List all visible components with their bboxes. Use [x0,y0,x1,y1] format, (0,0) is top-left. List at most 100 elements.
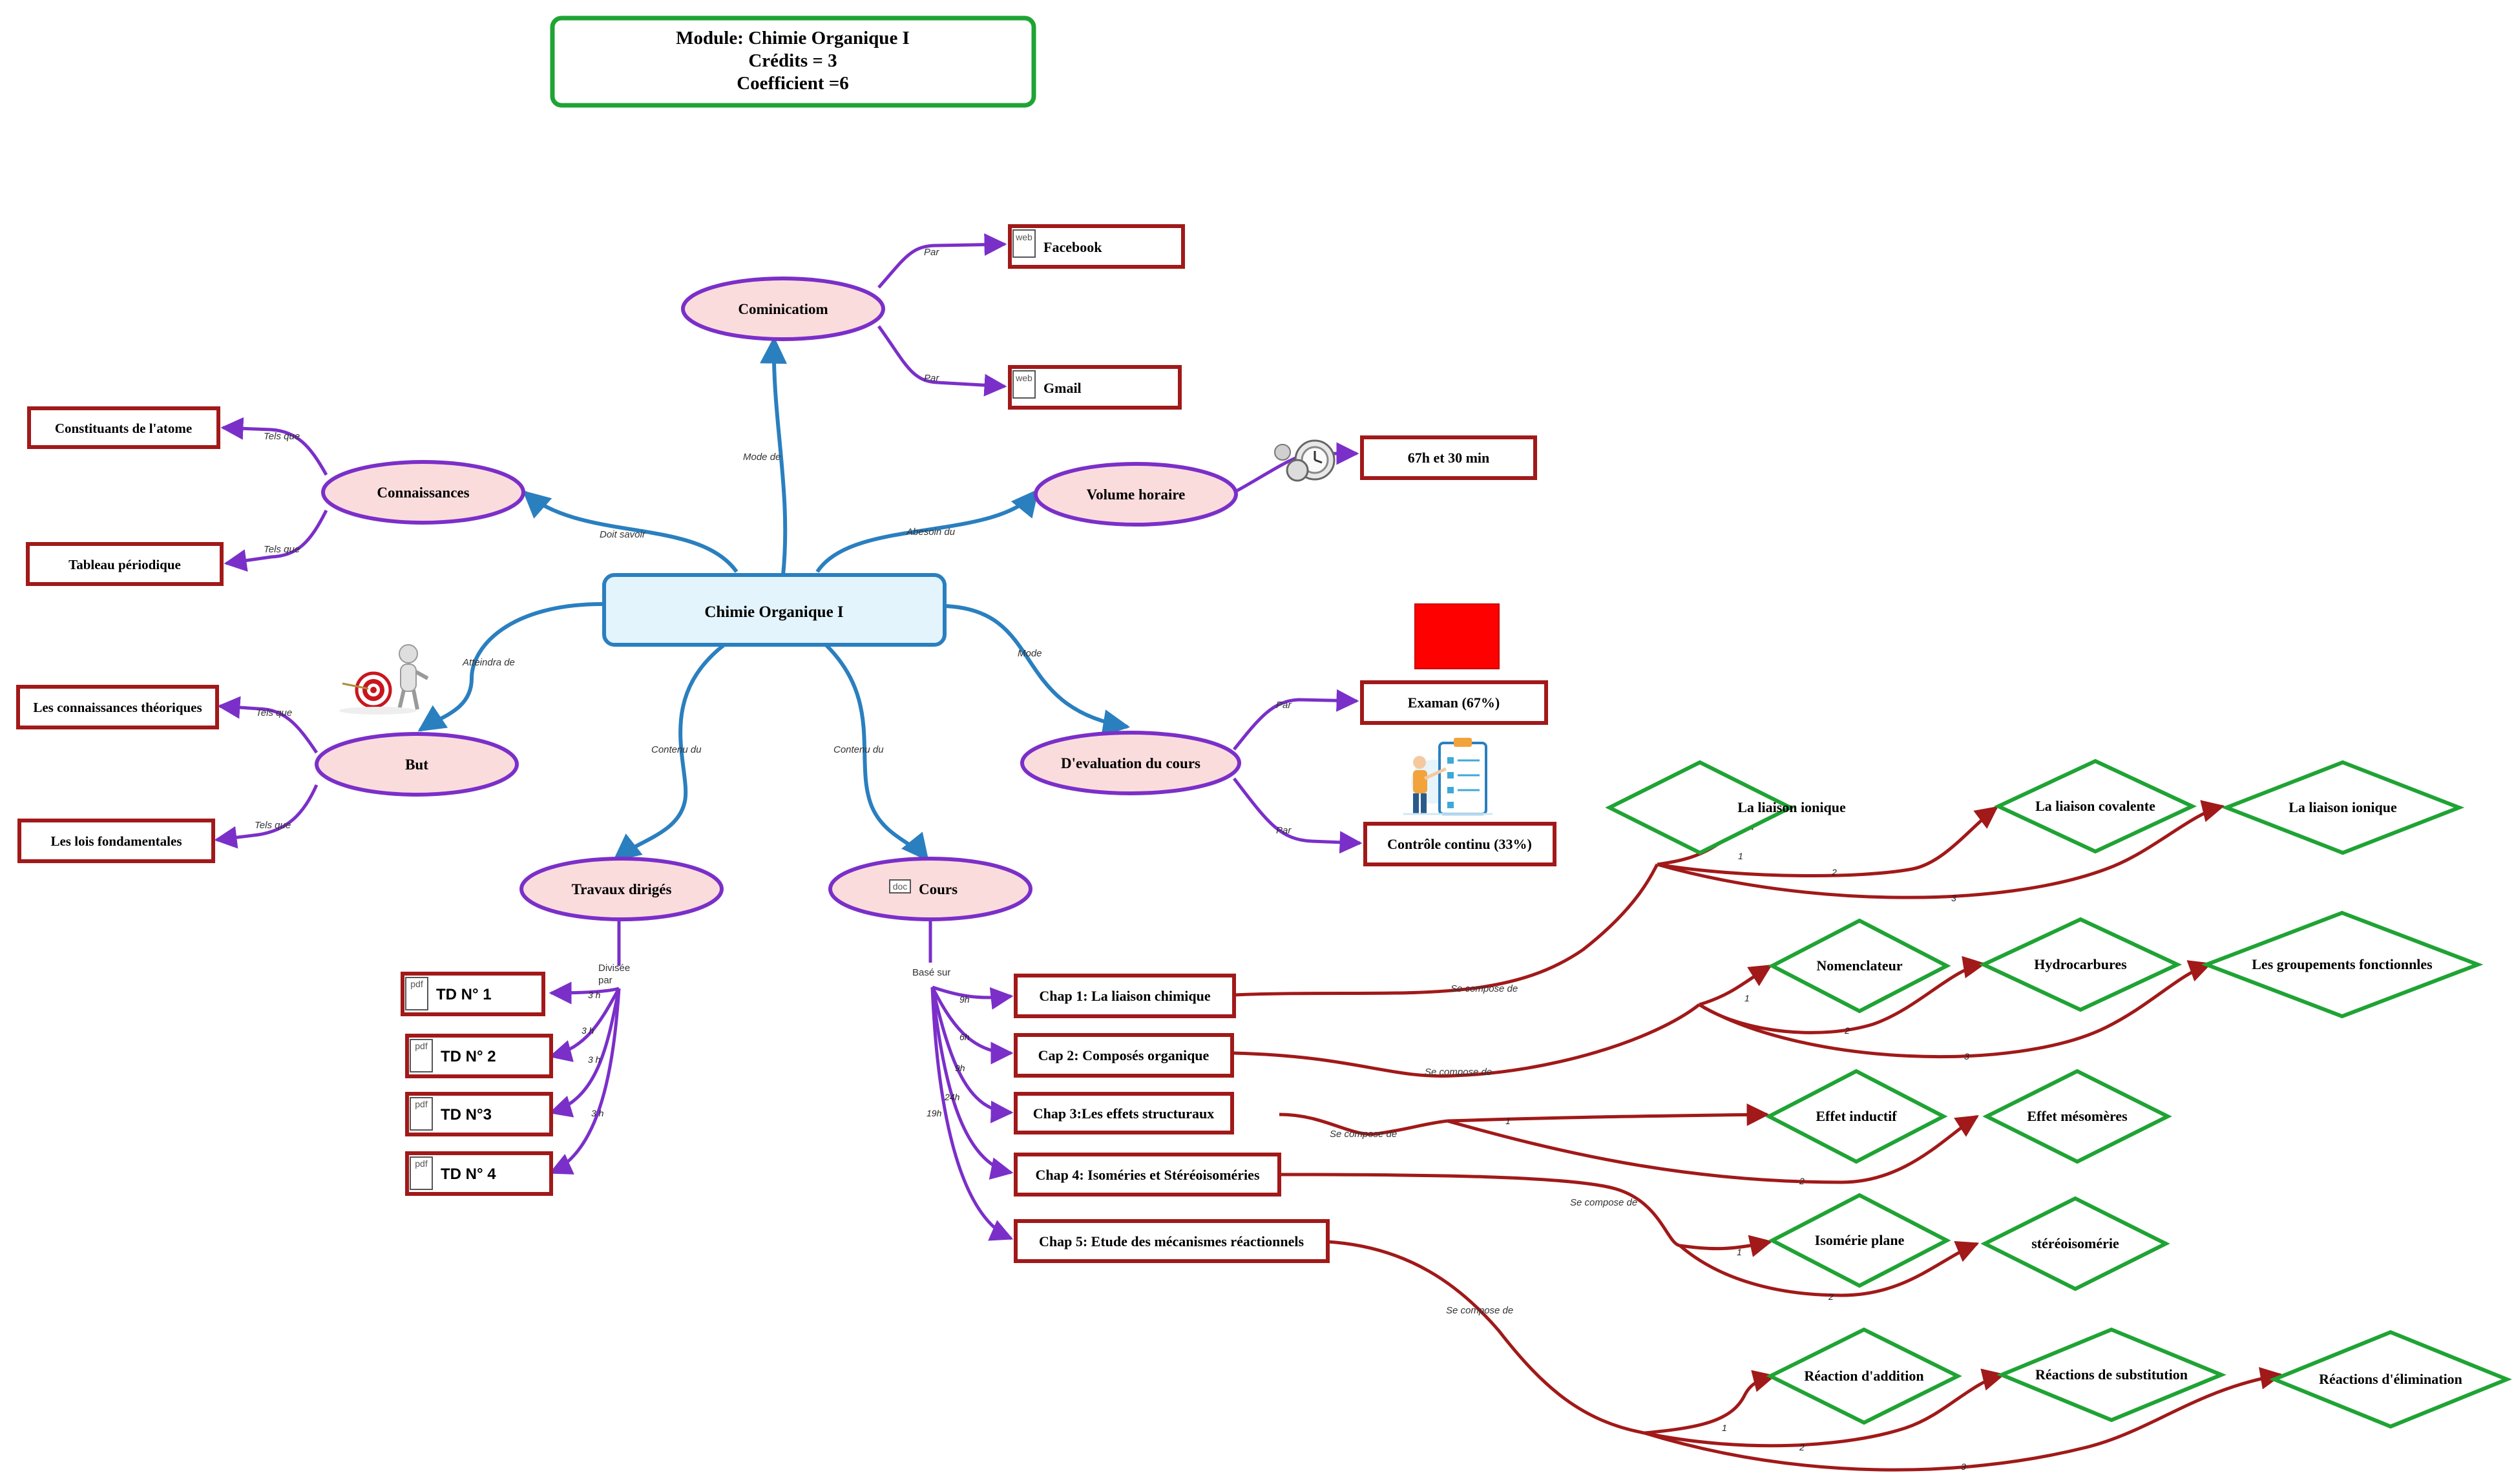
leaf-facebook[interactable]: web Facebook [1008,224,1185,269]
order-c5-1: 1 [1722,1423,1727,1433]
topic-evaluation-label: D'evaluation du cours [1061,755,1200,771]
edge-td-4 [549,988,621,1175]
leaf-theoriques[interactable]: Les connaissances théoriques [16,685,219,729]
topic-evaluation[interactable]: D'evaluation du cours [1020,731,1241,795]
diamond-c4-1[interactable]: Isomérie plane [1768,1193,1951,1288]
leaf-hours[interactable]: 67h et 30 min [1360,435,1537,480]
order-c4-1: 1 [1737,1247,1742,1257]
label-contenu-td: Contenu du [651,744,702,755]
diamond-c1-1[interactable]: La liaison ionique [1605,760,1846,855]
diamond-c4-2[interactable]: stéréoisomérie [1980,1196,2170,1291]
edge-c5-3 [1644,1367,2283,1472]
edge-center-td [613,641,728,861]
diamond-c5-2[interactable]: Réactions de substitution [1996,1327,2226,1423]
diamond-c2-3-label: Les groupements fonctionnles [2252,956,2433,972]
diamond-c2-2[interactable]: Hydrocarbures [1978,917,2183,1012]
leaf-atome[interactable]: Constituants de l'atome [27,406,220,449]
label-divisee: Divisée [598,963,630,974]
doc-icon-text: doc [893,881,908,892]
target-person-icon [339,644,429,715]
edge-center-connaissances [522,490,738,573]
leaf-td3[interactable]: pdf TD N°3 [405,1092,553,1136]
chapter-5[interactable]: Chap 5: Etude des mécanismes réactionnel… [1014,1219,1330,1263]
diamond-c2-2-label: Hydrocarbures [2034,956,2127,972]
chapter-2-label: Cap 2: Composés organique [1038,1047,1210,1063]
pdf-icon-text: pdf [410,979,423,989]
leaf-tableau-label: Tableau périodique [68,557,181,572]
edge-c1-trunk [1233,863,1659,997]
edge-c2-trunk [1233,1003,1701,1078]
chapter-1-label: Chap 1: La liaison chimique [1039,988,1211,1004]
pdf-icon [410,1039,433,1072]
center-edges [417,336,1131,862]
topic-volume[interactable]: Volume horaire [1034,462,1238,527]
order-c1-3: 3 [1951,893,1956,903]
topic-cours[interactable]: doc Cours [828,857,1032,921]
leaf-gmail-label: Gmail [1043,380,1082,396]
order-c3-1: 1 [1505,1116,1511,1126]
label-par-td: par [598,975,613,986]
topic-connaissances-label: Connaissances [377,485,469,501]
edge-c5-trunk [1327,1240,1645,1435]
red-square-image [1414,603,1500,669]
leaf-lois[interactable]: Les lois fondamentales [17,819,215,863]
leaf-td3-label: TD N°3 [441,1106,492,1123]
header-line-2: Crédits = 3 [748,50,837,71]
edge-labels: Mode de Doit savoir Abesoin du Atteindra… [255,247,1969,1472]
edge-ch3 [930,987,1014,1123]
chapter-3-label: Chap 3:Les effets structuraux [1033,1105,1214,1122]
label-tels-que-atome: Tels que [264,431,300,442]
order-c2-1: 1 [1744,993,1750,1003]
topic-communication[interactable]: Cominicatiom [681,277,885,341]
topic-connaissances[interactable]: Connaissances [321,460,525,525]
label-contenu-cours: Contenu du [833,744,884,755]
diamond-c1-3[interactable]: La liaison ionique [2221,760,2465,855]
diamond-c2-1[interactable]: Nomenclateur [1768,918,1951,1014]
edge-td-2 [549,987,621,1062]
order-c5-2: 2 [1799,1442,1805,1452]
clipboard-checklist-icon [1403,738,1493,815]
hour-ch-2: 6h [959,1032,970,1042]
chapter-4[interactable]: Chap 4: Isoméries et Stéréoisoméries [1014,1153,1281,1197]
edge-com-gmail [877,325,1007,397]
chapter-1[interactable]: Chap 1: La liaison chimique [1014,974,1236,1018]
diamond-c5-3[interactable]: Réactions d'élimination [2269,1330,2512,1429]
web-icon [1012,370,1036,399]
leaf-td4[interactable]: pdf TD N° 4 [405,1151,553,1196]
order-c4-2: 2 [1828,1291,1834,1302]
edge-ch4 [930,987,1014,1180]
topic-cours-label: Cours [919,881,958,897]
diamond-c5-1[interactable]: Réaction d'addition [1766,1327,1962,1425]
edge-td-3 [549,988,621,1118]
center-node[interactable]: Chimie Organique I [602,573,947,647]
hour-td-1: 3 h [588,990,601,1000]
diamond-c5-1-label: Réaction d'addition [1804,1368,1923,1384]
doc-icon [889,879,911,894]
diamond-c3-2[interactable]: Effet mésomères [1982,1069,2172,1164]
diamond-c2-3[interactable]: Les groupements fonctionnles [2201,910,2484,1019]
hour-ch-1: 9h [959,994,970,1005]
diamond-c5-2-label: Réactions de substitution [2035,1366,2188,1383]
diamond-c3-1[interactable]: Effet inductif [1765,1069,1948,1164]
leaf-examen[interactable]: Examan (67%) [1360,680,1548,725]
leaf-hours-label: 67h et 30 min [1408,450,1490,466]
leaf-tableau[interactable]: Tableau périodique [26,542,224,586]
topic-but[interactable]: But [315,732,519,797]
leaf-td2[interactable]: pdf TD N° 2 [405,1034,553,1078]
chapter-2[interactable]: Cap 2: Composés organique [1014,1033,1234,1078]
clock-gears-icon [1274,439,1336,482]
chapter-4-label: Chap 4: Isoméries et Stéréoisoméries [1035,1167,1259,1183]
label-tels-que-theoriques: Tels que [256,707,292,718]
edge-c2-3 [1698,960,2212,1059]
leaf-td1[interactable]: pdf TD N° 1 [401,972,545,1016]
edge-center-communication [760,336,788,576]
label-tels-que-tableau: Tels que [264,544,300,555]
chapter-3[interactable]: Chap 3:Les effets structuraux [1014,1092,1234,1134]
edge-c3-1 [1447,1103,1770,1126]
topic-td[interactable]: Travaux dirigés [519,857,724,921]
leaf-controle[interactable]: Contrôle continu (33%) [1363,822,1556,866]
diamond-c1-2[interactable]: La liaison covalente [1993,758,2197,854]
leaf-gmail[interactable]: web Gmail [1008,365,1182,410]
edge-c1-3 [1657,800,2225,899]
label-se-compose-c5: Se compose de [1446,1305,1513,1316]
